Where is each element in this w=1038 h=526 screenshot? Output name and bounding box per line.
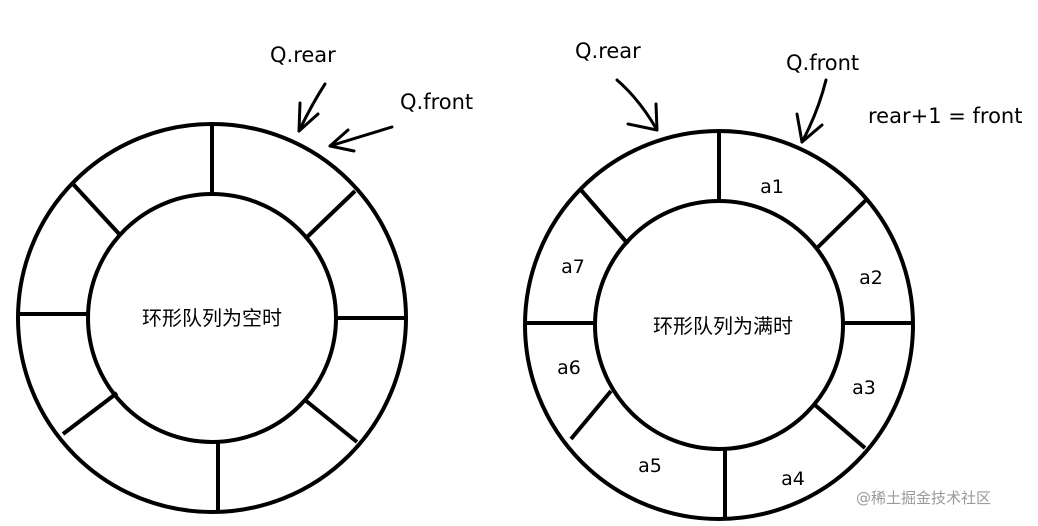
empty-divider xyxy=(61,391,119,436)
arrow-icon xyxy=(297,82,327,133)
watermark-label: @稀土掘金技术社区 xyxy=(856,489,991,507)
full-rear-pointer: Q.rear xyxy=(575,39,659,132)
empty-queue-ring: 环形队列为空时 xyxy=(16,122,408,514)
empty-front-label: Q.front xyxy=(400,90,473,114)
empty-divider xyxy=(303,189,357,241)
slot-label: a2 xyxy=(859,267,883,289)
arrow-icon xyxy=(626,102,659,132)
full-front-label: Q.front xyxy=(786,51,859,75)
full-divider xyxy=(579,188,630,246)
full-divider xyxy=(813,403,867,450)
arrow-icon xyxy=(795,112,824,144)
full-queue-ring: 环形队列为满时 a1 a2 a3 a4 a5 a6 a7 xyxy=(523,129,915,521)
full-divider xyxy=(814,198,868,251)
full-condition-label: rear+1 = front xyxy=(868,104,1022,128)
full-front-pointer: Q.front xyxy=(786,51,859,144)
arrow-icon xyxy=(328,125,394,148)
arrow-icon xyxy=(800,78,828,144)
slot-label: a4 xyxy=(781,468,805,490)
empty-rear-label: Q.rear xyxy=(270,43,336,67)
empty-rear-pointer: Q.rear xyxy=(270,43,336,133)
empty-divider xyxy=(71,182,123,238)
full-rear-label: Q.rear xyxy=(575,39,641,63)
full-center-label: 环形队列为满时 xyxy=(653,314,793,338)
arrow-icon xyxy=(615,78,659,132)
empty-center-label: 环形队列为空时 xyxy=(142,306,282,330)
slot-label: a6 xyxy=(557,357,581,379)
full-divider xyxy=(569,389,613,441)
slot-label: a5 xyxy=(638,455,662,477)
arrow-icon xyxy=(328,128,356,153)
slot-label: a1 xyxy=(760,176,784,198)
empty-outer-circle xyxy=(16,122,408,514)
slot-label: a3 xyxy=(852,377,876,399)
empty-front-pointer: Q.front xyxy=(328,90,473,153)
empty-divider xyxy=(303,398,359,444)
arrow-icon xyxy=(297,101,320,133)
slot-label: a7 xyxy=(561,256,585,278)
